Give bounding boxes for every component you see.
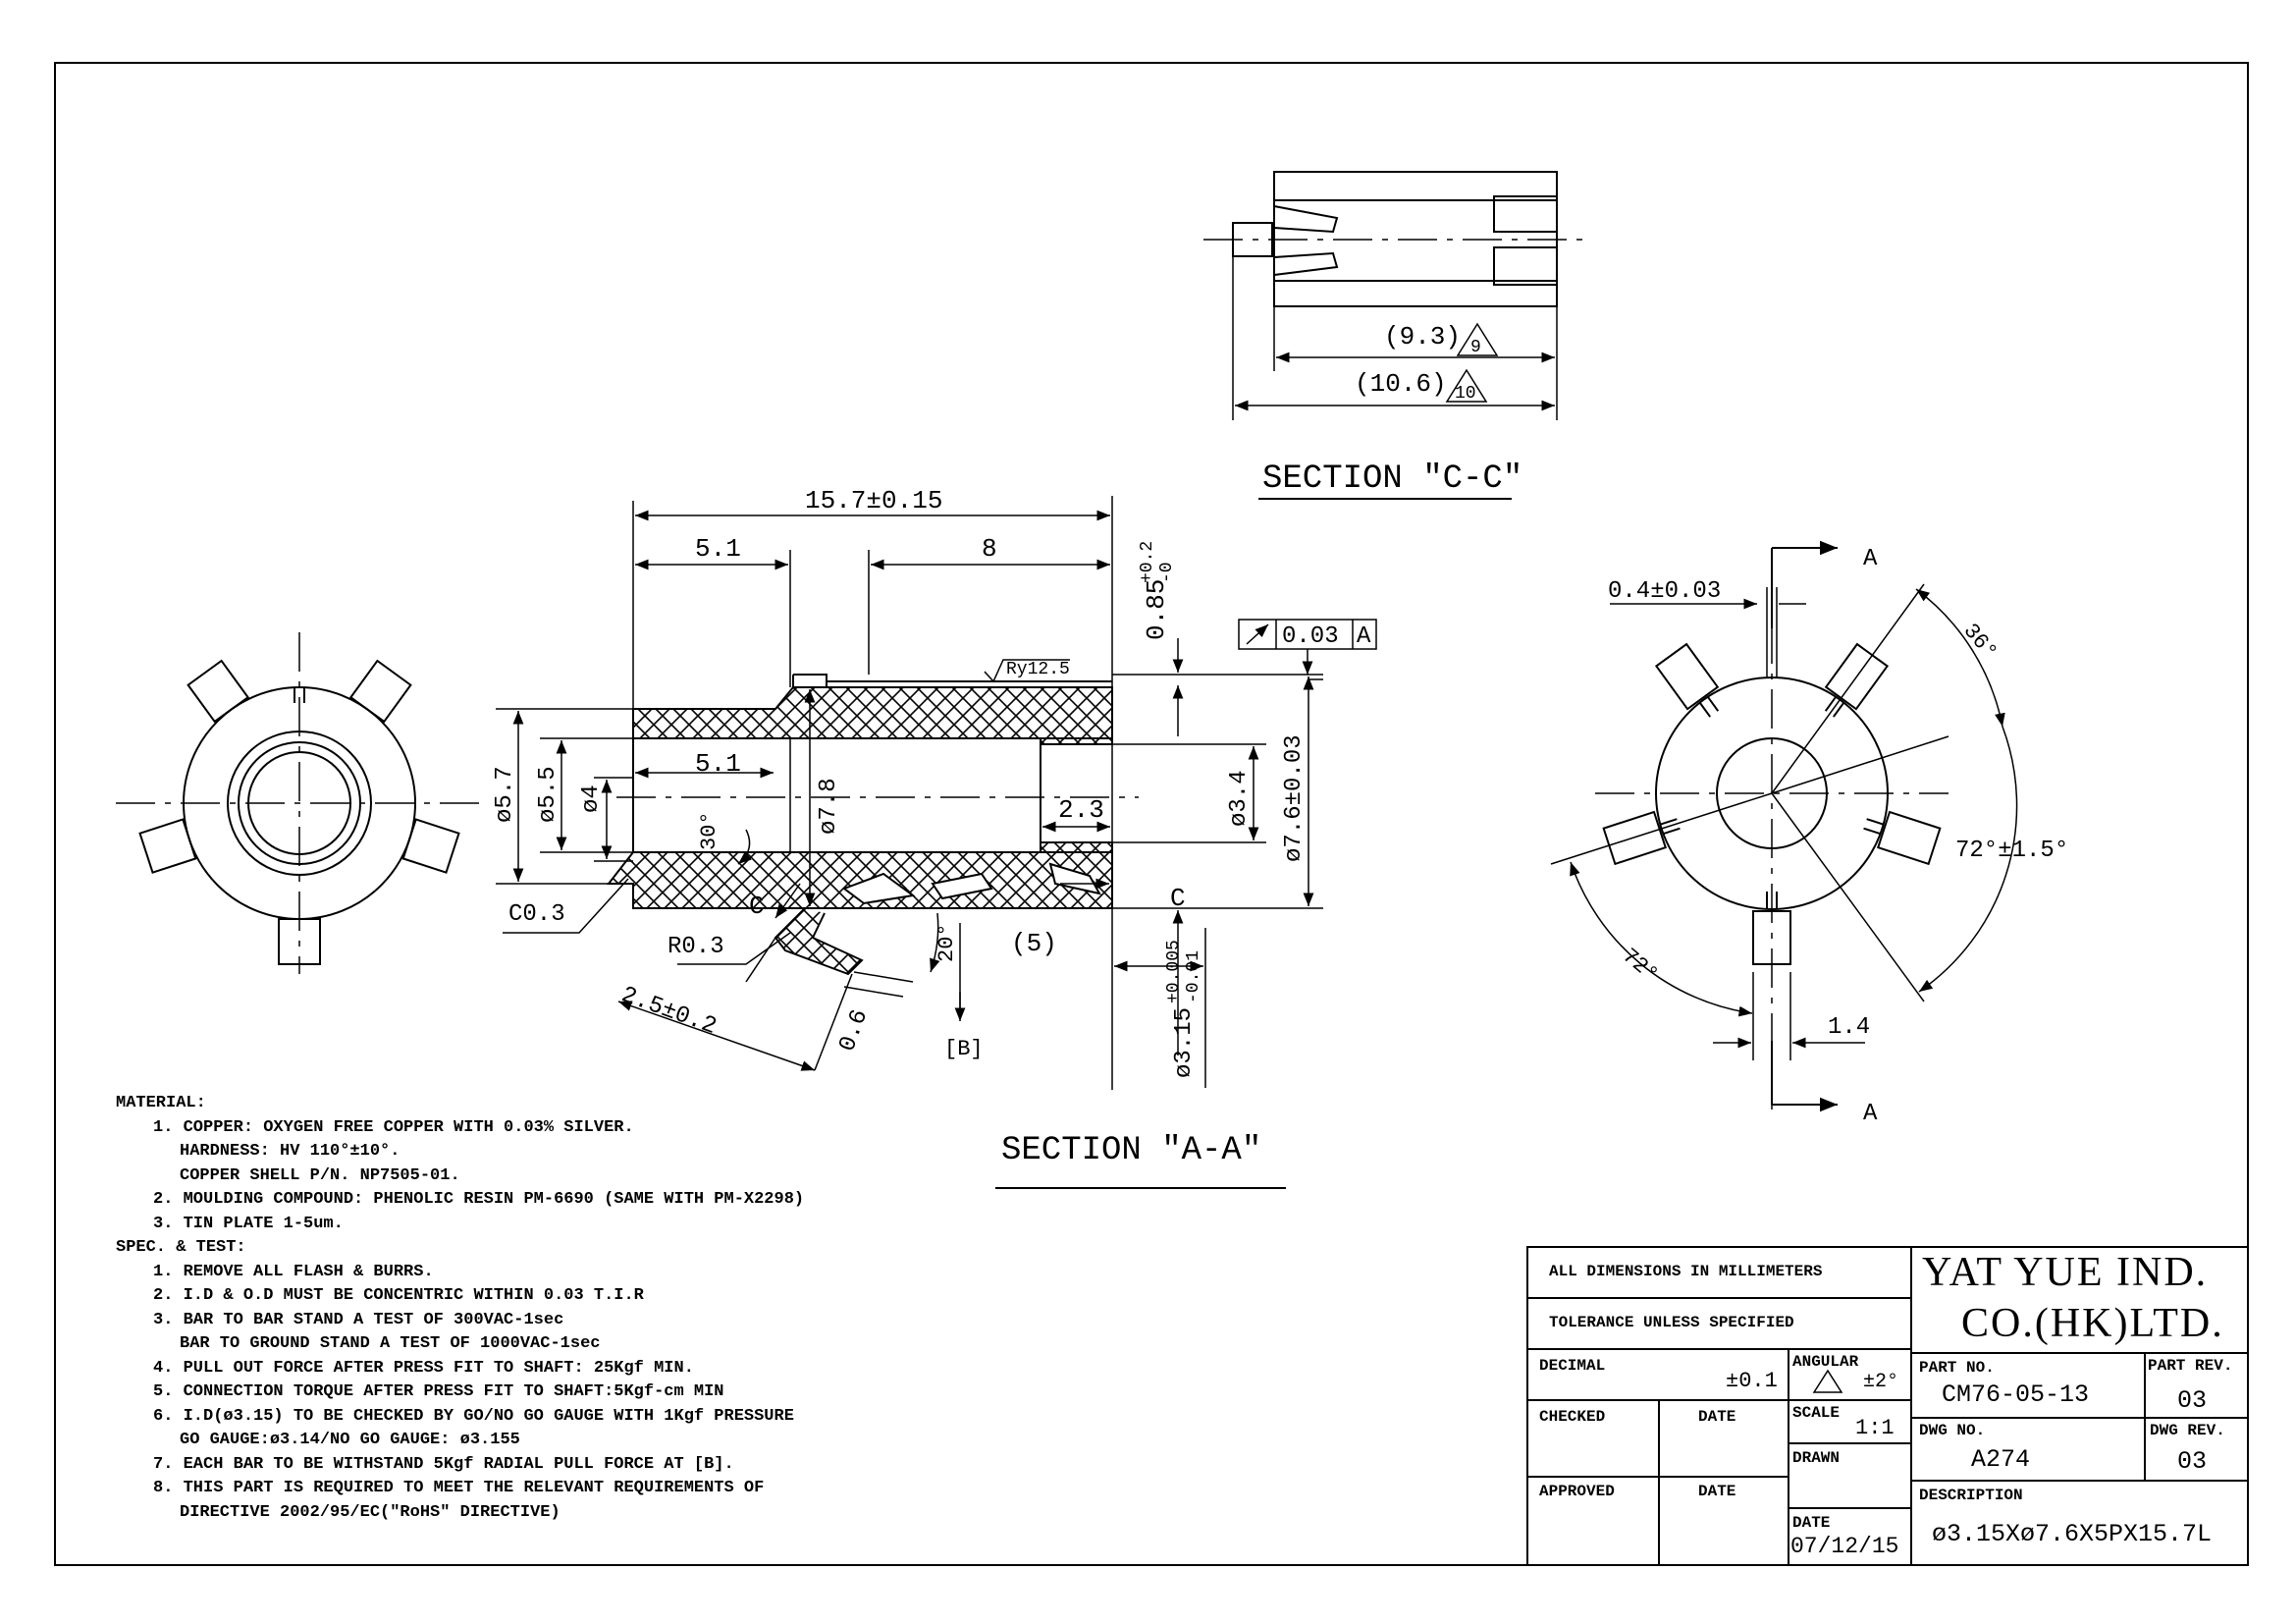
part-no-value: CM76-05-13	[1942, 1380, 2090, 1409]
section-cc-dim-93-tag: 9	[1470, 338, 1481, 357]
cut-a-bottom: A	[1863, 1101, 1878, 1127]
decimal-value: ±0.1	[1726, 1369, 1778, 1393]
drawn-label: DRAWN	[1792, 1449, 1841, 1467]
section-cc-dim-93: (9.3)	[1384, 322, 1461, 352]
checked-label: CHECKED	[1539, 1408, 1606, 1426]
right-end-view	[1550, 540, 2018, 1112]
dia-3-15-tol-up: +0.005	[1164, 940, 1184, 1003]
material-note: 2. MOULDING COMPOUND: PHENOLIC RESIN PM-…	[153, 1190, 805, 1209]
spec-heading: SPEC. & TEST:	[116, 1238, 246, 1257]
dia-5-7: ø5.7	[492, 766, 518, 823]
angular-value: ±2°	[1863, 1371, 1899, 1393]
angle-20: 20°	[934, 923, 959, 962]
dim-5: (5)	[1011, 929, 1057, 958]
dia-3-15-tol-dn: -0.01	[1184, 950, 1203, 1003]
section-cc-title: SECTION "C-C"	[1262, 460, 1522, 498]
dim-0-85-tol-dn: -0	[1157, 562, 1177, 583]
dwg-rev-value: 03	[2177, 1447, 2208, 1476]
approved-date-label: DATE	[1698, 1483, 1736, 1500]
dia-7-6: ø7.6±0.03	[1281, 734, 1308, 862]
description-label: DESCRIPTION	[1919, 1487, 2023, 1504]
dim-0-85: 0.85	[1142, 579, 1171, 640]
spec-note: 4. PULL OUT FORCE AFTER PRESS FIT TO SHA…	[153, 1358, 694, 1378]
spec-note: 7. EACH BAR TO BE WITHSTAND 5Kgf RADIAL …	[153, 1454, 734, 1474]
radius-r03: R0.3	[667, 934, 724, 960]
material-note: HARDNESS: HV 110°±10°.	[180, 1142, 400, 1161]
dim-1-4: 1.4	[1828, 1014, 1870, 1041]
dim-overall-length: 15.7±0.15	[805, 486, 942, 515]
section-aa-view	[496, 496, 1377, 1090]
part-no-label: PART NO.	[1919, 1359, 1995, 1377]
checked-date-label: DATE	[1698, 1408, 1736, 1426]
spec-note: 3. BAR TO BAR STAND A TEST OF 300VAC-1se…	[153, 1310, 564, 1329]
company-name-line1: YAT YUE IND.	[1922, 1250, 2209, 1295]
dia-3-15: ø3.15	[1171, 1007, 1198, 1078]
part-rev-value: 03	[2177, 1386, 2208, 1415]
fcf-tolerance: 0.03	[1282, 623, 1339, 650]
material-note: 3. TIN PLATE 1-5um.	[153, 1214, 344, 1233]
description-value: ø3.15Xø7.6X5PX15.7L	[1932, 1520, 2213, 1548]
cut-c-right: C	[1170, 884, 1186, 913]
drawn-date-label: DATE	[1792, 1514, 1831, 1532]
title-block	[1526, 1246, 2249, 1566]
decimal-label: DECIMAL	[1539, 1357, 1606, 1375]
datum-b: [B]	[944, 1037, 984, 1061]
dim-0-85-tol-up: +0.2	[1138, 541, 1157, 583]
spec-note: GO GAUGE:ø3.14/NO GO GAUGE: ø3.155	[180, 1431, 520, 1449]
spec-note: DIRECTIVE 2002/95/EC("RoHS" DIRECTIVE)	[180, 1502, 561, 1522]
spec-note: 5. CONNECTION TORQUE AFTER PRESS FIT TO …	[153, 1382, 724, 1401]
part-rev-label: PART REV.	[2148, 1357, 2233, 1375]
scale-value: 1:1	[1855, 1416, 1895, 1440]
dim-8: 8	[982, 534, 997, 564]
dwg-no-value: A274	[1971, 1445, 2031, 1474]
material-note: COPPER SHELL P/N. NP7505-01.	[180, 1165, 460, 1185]
company-name-line2: CO.(HK)LTD.	[1961, 1301, 2224, 1346]
dwg-no-label: DWG NO.	[1919, 1422, 1986, 1439]
cut-c-left: C	[749, 892, 765, 921]
spec-note: 8. THIS PART IS REQUIRED TO MEET THE REL…	[153, 1479, 765, 1497]
angle-30: 30°	[697, 811, 721, 850]
date-value: 07/12/15	[1790, 1534, 1899, 1559]
material-note: 1. COPPER: OXYGEN FREE COPPER WITH 0.03%…	[153, 1117, 634, 1137]
fcf-datum: A	[1357, 623, 1371, 650]
spec-note: 1. REMOVE ALL FLASH & BURRS.	[153, 1262, 434, 1281]
dim-slot-width: 0.4±0.03	[1608, 578, 1721, 605]
approved-label: APPROVED	[1539, 1483, 1615, 1500]
dim-2-3: 2.3	[1058, 795, 1104, 825]
section-cc-view	[1203, 171, 1590, 420]
chamfer-c03: C0.3	[508, 901, 565, 928]
dim-2-5: 2.5±0.2	[617, 982, 720, 1041]
general-notes: MATERIAL: 1. COPPER: OXYGEN FREE COPPER …	[116, 1092, 999, 1525]
left-end-view	[116, 632, 484, 974]
scale-label: SCALE	[1792, 1404, 1841, 1422]
dim-5-1-bore: 5.1	[695, 749, 741, 779]
spec-note: 2. I.D & O.D MUST BE CONCENTRIC WITHIN 0…	[153, 1286, 644, 1305]
section-cc-dim-106-tag: 10	[1455, 384, 1476, 404]
dia-4: ø4	[578, 785, 605, 813]
spec-note: BAR TO GROUND STAND A TEST OF 1000VAC-1s…	[180, 1334, 601, 1353]
units-note: ALL DIMENSIONS IN MILLIMETERS	[1549, 1263, 1823, 1280]
dia-7-8: ø7.8	[816, 778, 842, 835]
section-cc-dim-106: (10.6)	[1355, 369, 1447, 399]
angular-label: ANGULAR	[1792, 1353, 1859, 1371]
dim-0-6: 0.6	[834, 1006, 874, 1056]
roughness-symbol: Ry12.5	[1006, 660, 1070, 679]
spec-note: 6. I.D(ø3.15) TO BE CHECKED BY GO/NO GO …	[153, 1406, 794, 1426]
dwg-rev-label: DWG REV.	[2150, 1422, 2225, 1439]
angle-72-left: 72°	[1618, 944, 1663, 988]
dim-5-1-top: 5.1	[695, 534, 741, 564]
angle-72-tolerance: 72°±1.5°	[1955, 838, 2068, 864]
section-aa-title: SECTION "A-A"	[1001, 1132, 1261, 1169]
dia-5-5: ø5.5	[535, 766, 561, 823]
sheet-border	[54, 62, 2249, 1566]
tolerance-note: TOLERANCE UNLESS SPECIFIED	[1549, 1314, 1794, 1331]
cut-a-top: A	[1863, 546, 1878, 572]
material-heading: MATERIAL:	[116, 1094, 206, 1112]
angle-36: 36°	[1958, 619, 2002, 664]
dia-3-4: ø3.4	[1226, 770, 1253, 827]
